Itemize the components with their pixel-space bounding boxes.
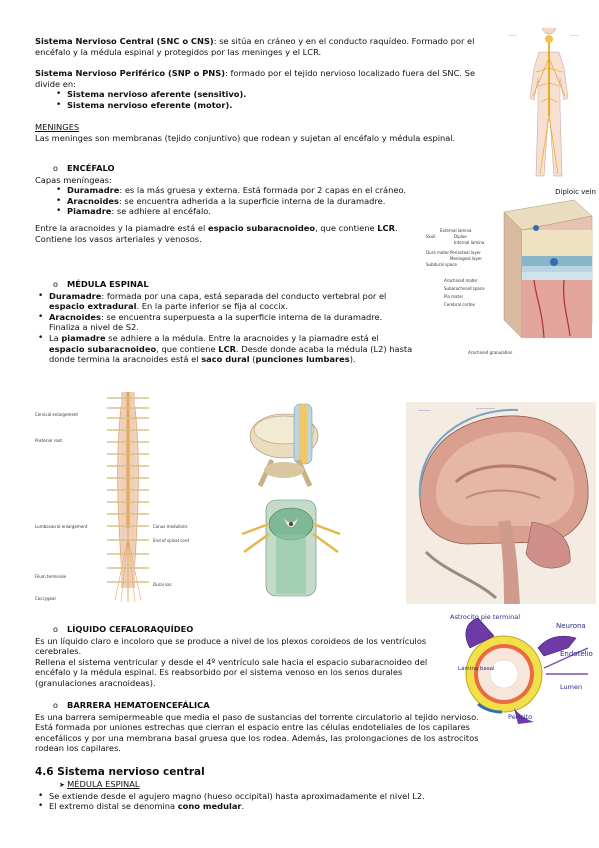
snc-definition: : se sitúa en cráneo y en el conducto ra… bbox=[35, 36, 475, 57]
snc-term: Sistema Nervioso Central (SNC o CNS) bbox=[35, 36, 214, 46]
spinal-cord-figure: Cervical enlargement Posterior root Lumb… bbox=[35, 388, 221, 608]
meninges-section: MENINGES Las meninges son membranas (tej… bbox=[35, 122, 495, 143]
fig-label: End of spinal cord bbox=[153, 538, 189, 543]
meninges-text: Las meninges son membranas (tejido conju… bbox=[35, 132, 456, 143]
section-list: Se extiende desde el agujero magno (hues… bbox=[35, 791, 495, 812]
fig-label: Skull bbox=[426, 234, 436, 239]
fig-label: Cerebral cortex bbox=[444, 302, 475, 307]
list-item: La piamadre se adhiere a la médula. Entr… bbox=[35, 333, 415, 365]
medula-heading: MÉDULA ESPINAL bbox=[67, 279, 149, 289]
snc-paragraph: Sistema Nervioso Central (SNC o CNS): se… bbox=[35, 36, 495, 57]
fig-label: Pia mater bbox=[444, 294, 464, 299]
fig-label: Lámina basal bbox=[458, 666, 495, 672]
list-item: Aracnoides: se encuentra superpuesta a l… bbox=[35, 312, 415, 333]
fig-label: External lamina bbox=[440, 228, 472, 233]
fig-label: Coccygeal bbox=[35, 596, 56, 601]
medula-list: Duramadre: formada por una capa, está se… bbox=[35, 291, 415, 365]
barrera-heading: BARRERA HEMATOENCEFÁLICA bbox=[67, 700, 210, 710]
fig-label: —————— bbox=[476, 406, 496, 410]
fig-label: Dural sac bbox=[153, 582, 172, 587]
fig-label: Arachnoid mater bbox=[444, 278, 478, 283]
snp-list: Sistema nervioso aferente (sensitivo). S… bbox=[53, 89, 495, 110]
list-item: Aracnoides: se encuentra adherida a la s… bbox=[53, 196, 415, 207]
fig-label: Astrocito pie terminal bbox=[450, 613, 521, 621]
fig-label: Neurona bbox=[556, 622, 586, 630]
fig-label: Dura mater bbox=[426, 250, 450, 255]
figure-label: ——— bbox=[508, 33, 517, 37]
bbb-figure: Astrocito pie terminal Neurona Endotelio… bbox=[448, 608, 598, 726]
fig-label: Meningeal layer bbox=[450, 256, 482, 261]
list-item: Piamadre: se adhiere al encéfalo. bbox=[53, 206, 415, 217]
fig-label: Diploic vein bbox=[555, 188, 596, 196]
fig-label: Cervical enlargement bbox=[35, 412, 79, 417]
list-item: Duramadre: es la más gruesa y externa. E… bbox=[53, 185, 415, 196]
meninges-heading: MENINGES bbox=[35, 122, 80, 132]
list-item: El extremo distal se denomina cono medul… bbox=[35, 801, 495, 812]
fig-label: Filum terminale bbox=[35, 574, 67, 579]
section-4-6: 4.6 Sistema nervioso central ➤ MÉDULA ES… bbox=[35, 766, 495, 812]
fig-label: ———— bbox=[418, 408, 431, 412]
snp-definition: : formado por el tejido nervioso localiz… bbox=[35, 68, 476, 89]
vertebra-figure bbox=[249, 403, 319, 488]
list-item: Se extiende desde el agujero magno (hues… bbox=[35, 791, 495, 802]
encefalo-paragraph: Entre la aracnoides y la piamadre está e… bbox=[35, 222, 398, 244]
list-item: Sistema nervioso eferente (motor). bbox=[53, 100, 495, 111]
section-subheading: ➤ MÉDULA ESPINAL bbox=[59, 779, 140, 789]
list-item: Duramadre: formada por una capa, está se… bbox=[35, 291, 415, 312]
lcr-text: Es un líquido claro e incoloro que se pr… bbox=[35, 635, 428, 688]
spinal-section-figure bbox=[241, 499, 341, 597]
section-heading: 4.6 Sistema nervioso central bbox=[35, 766, 205, 778]
barrera-text: Es una barrera semipermeable que media e… bbox=[35, 711, 479, 754]
fig-label: Pericito bbox=[508, 713, 533, 721]
figure-label: ——— bbox=[570, 33, 579, 37]
fig-label: Conus medullaris bbox=[153, 524, 188, 529]
fig-label: Subdural space bbox=[426, 262, 457, 267]
meninges-figure: Diploic vein Skull External lamina Diplo… bbox=[424, 188, 598, 366]
fig-label: Posterior root bbox=[35, 438, 62, 443]
fig-label: Periosteal layer bbox=[450, 250, 481, 255]
snp-paragraph: Sistema Nervioso Periférico (SNP o PNS):… bbox=[35, 68, 495, 110]
fig-label: Internal lamina bbox=[454, 240, 485, 245]
snp-term: Sistema Nervioso Periférico (SNP o PNS) bbox=[35, 68, 226, 78]
fig-label: Lumen bbox=[560, 683, 583, 691]
fig-label: Lumbosacral enlargement bbox=[35, 524, 88, 529]
nervous-system-figure: ——— ——— bbox=[508, 28, 579, 177]
fig-caption: Arachnoid granulation bbox=[468, 350, 513, 355]
encefalo-intro: Capas meníngeas: bbox=[35, 174, 112, 185]
brain-sagittal-figure: ———— —————— bbox=[406, 402, 596, 604]
lcr-heading: LÍQUIDO CEFALORAQUÍDEO bbox=[67, 624, 194, 634]
encefalo-list: Duramadre: es la más gruesa y externa. E… bbox=[53, 185, 415, 217]
encefalo-heading: ENCÉFALO bbox=[67, 163, 115, 173]
fig-label: Subarachnoid space bbox=[444, 286, 485, 291]
fig-label: Diploe bbox=[454, 234, 467, 239]
list-item: Sistema nervioso aferente (sensitivo). bbox=[53, 89, 495, 100]
fig-label: Endotelio bbox=[560, 650, 593, 658]
